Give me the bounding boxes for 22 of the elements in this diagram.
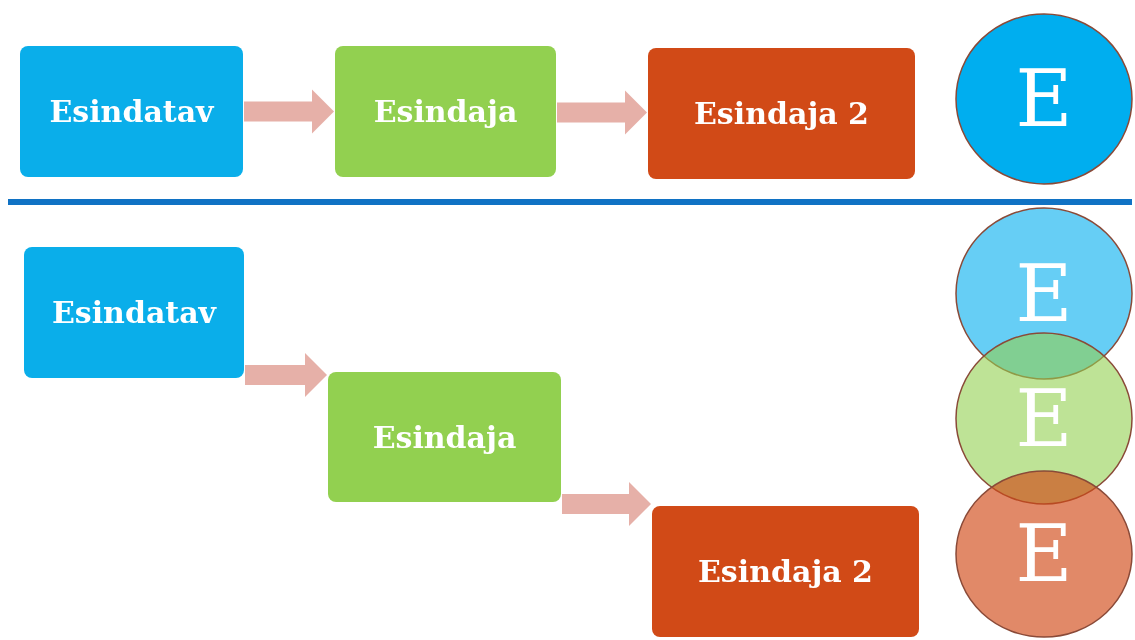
process-box [20,46,243,177]
box-label: Esindatav [51,295,217,330]
block-arrow [557,90,647,135]
block-arrow [562,482,651,526]
box-label: Esindaja [372,419,517,455]
box-label: Esindaja 2 [694,96,869,131]
circle-letter: E [1015,248,1073,339]
box-label: Esindaja [373,94,518,129]
process-box [24,247,244,378]
process-box [328,372,561,502]
circle-letter: E [1015,373,1073,464]
box-label: Esindaja 2 [698,554,873,589]
process-box [648,48,915,179]
block-arrow [245,353,327,397]
circle-node [955,470,1133,638]
circle-letter: E [1015,509,1073,599]
box-label: Esindatav [49,94,214,129]
process-box [652,506,919,637]
circle-letter: E [1015,54,1073,144]
circle-node [955,13,1133,185]
process-box [335,46,556,177]
block-arrow [244,89,334,134]
